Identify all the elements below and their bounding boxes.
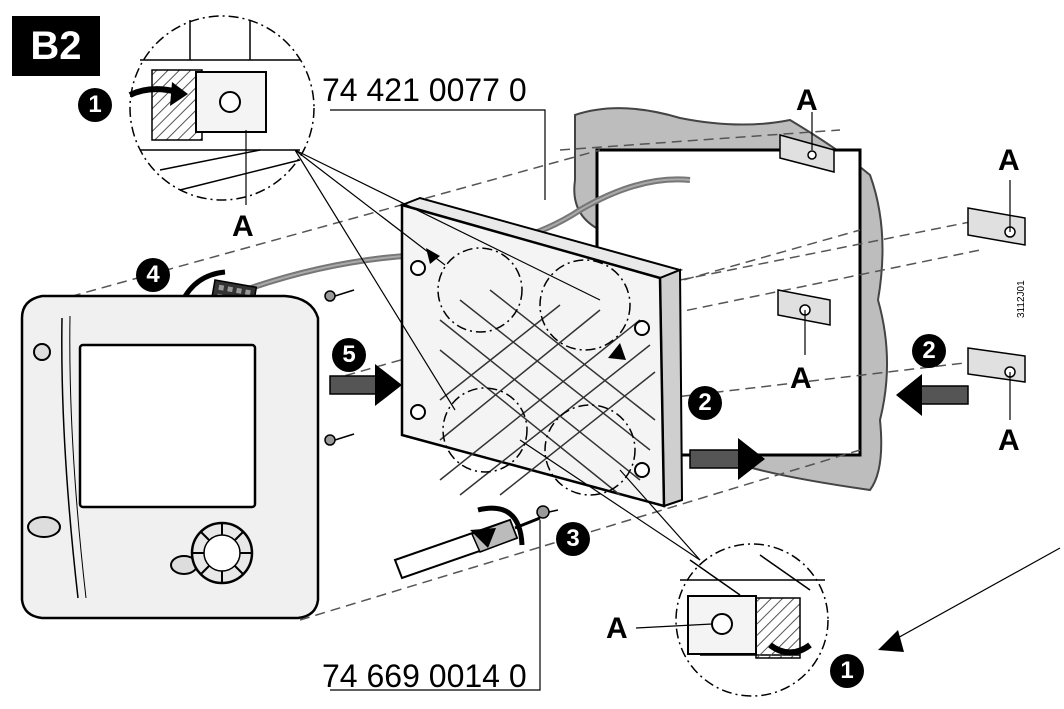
drawing-code: 3112J01: [1016, 280, 1027, 318]
mounting-base: [398, 196, 684, 508]
leader-lines: [245, 109, 1061, 691]
part-number-bottom: 74 669 0014 0: [322, 658, 527, 694]
label-a-clip-top: A: [796, 84, 818, 117]
controller-front-unit: [20, 294, 320, 620]
step-3: 3: [556, 522, 590, 556]
pointer-arrowhead: [878, 630, 904, 652]
step-2-left: 2: [688, 386, 722, 420]
detail-top-left: [128, 15, 315, 201]
screws: [324, 289, 559, 519]
push-arrow-5: [329, 364, 402, 406]
step-1-bottom: 1: [830, 654, 864, 688]
step-1-top: 1: [78, 88, 112, 122]
push-arrow-2-right: [896, 374, 969, 416]
step-2-right: 2: [912, 334, 946, 368]
screwdriver: [393, 505, 541, 580]
mounting-clips: [777, 134, 1026, 383]
label-a-detail-top: A: [232, 210, 254, 243]
part-number-top: 74 421 0077 0: [322, 72, 527, 108]
figure-tag: B2: [12, 16, 100, 76]
step-5: 5: [332, 338, 366, 372]
push-arrow-2-left: [689, 438, 765, 480]
detail-bottom-right: [675, 543, 829, 697]
label-a-clip-middle: A: [790, 362, 812, 395]
step-4: 4: [136, 258, 170, 292]
label-a-clip-right-bottom: A: [998, 424, 1020, 457]
label-a-clip-right-top: A: [998, 144, 1020, 177]
label-a-detail-bottom: A: [606, 612, 628, 645]
